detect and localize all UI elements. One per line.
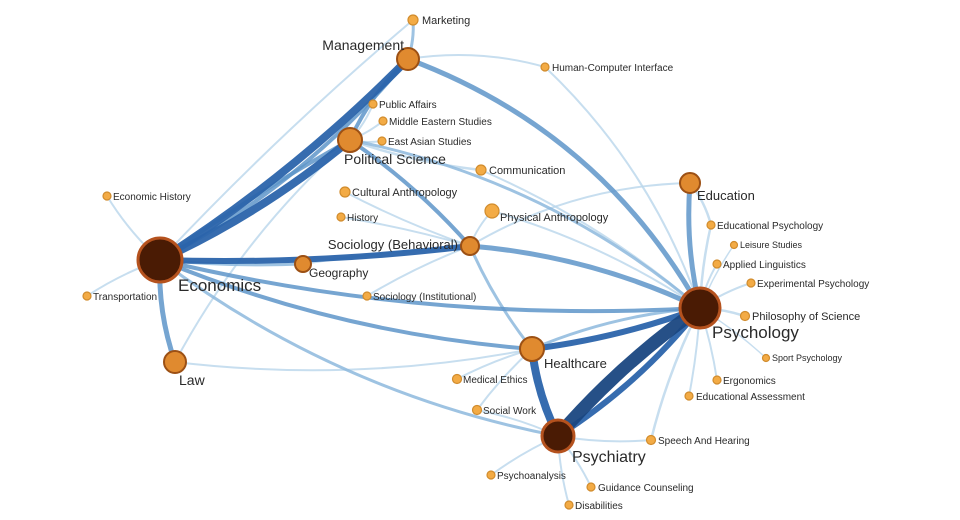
node-public-affairs[interactable]	[368, 99, 378, 109]
node-sociology-behavioral[interactable]	[460, 236, 480, 256]
edge-sociology-behavioral-cultural-anthro	[344, 191, 471, 247]
node-disabilities[interactable]	[564, 500, 574, 510]
node-educational-psych[interactable]	[706, 220, 716, 230]
node-hci[interactable]	[540, 62, 550, 72]
edge-sociology-behavioral-healthcare	[468, 244, 534, 351]
label-law: Law	[179, 372, 206, 388]
label-speech: Speech And Hearing	[658, 436, 750, 447]
edge-psychology-psychiatry	[551, 301, 707, 443]
edge-economics-sociology-behavioral	[157, 243, 473, 265]
label-middle-eastern: Middle Eastern Studies	[389, 117, 492, 128]
edge-education-sociology-behavioral	[469, 182, 691, 247]
label-educational-psych: Educational Psychology	[717, 221, 823, 232]
node-polsci[interactable]	[337, 127, 363, 153]
label-sociology-behavioral: Sociology (Behavioral)	[328, 237, 458, 252]
node-psychoanalysis[interactable]	[486, 470, 496, 480]
node-speech[interactable]	[645, 434, 657, 446]
node-geography[interactable]	[294, 255, 312, 273]
node-leisure[interactable]	[729, 240, 739, 250]
node-economics[interactable]	[136, 236, 184, 284]
edge-sociology-behavioral-history	[340, 216, 471, 247]
label-economic-history: Economic History	[113, 192, 191, 203]
node-philosophy[interactable]	[739, 310, 751, 322]
label-disabilities: Disabilities	[575, 501, 623, 512]
node-transportation[interactable]	[82, 291, 92, 301]
label-transportation: Transportation	[93, 292, 157, 303]
edge-sociology-behavioral-psychology	[467, 243, 703, 311]
edge-economics-management	[156, 55, 412, 264]
label-applied-ling: Applied Linguistics	[723, 260, 806, 271]
label-hci: Human-Computer Interface	[552, 63, 674, 74]
label-polsci: Political Science	[344, 151, 446, 167]
node-social-work[interactable]	[471, 404, 483, 416]
label-public-affairs: Public Affairs	[379, 100, 437, 111]
node-ergonomics[interactable]	[712, 375, 722, 385]
label-ergonomics: Ergonomics	[723, 376, 776, 387]
node-applied-ling[interactable]	[712, 259, 722, 269]
edge-economics-healthcare	[158, 258, 534, 351]
node-physical-anthro[interactable]	[484, 203, 500, 219]
node-law[interactable]	[163, 350, 187, 374]
label-psychoanalysis: Psychoanalysis	[497, 471, 566, 482]
label-psychiatry: Psychiatry	[572, 449, 646, 466]
node-economic-history[interactable]	[102, 191, 112, 201]
node-medical-ethics[interactable]	[451, 373, 463, 385]
edge-economics-marketing	[159, 19, 414, 261]
label-leisure: Leisure Studies	[740, 240, 803, 250]
node-east-asian[interactable]	[377, 136, 387, 146]
edge-management-psychology	[405, 56, 703, 311]
node-sociology-inst[interactable]	[362, 291, 372, 301]
edge-hci-psychology	[544, 66, 701, 309]
node-management[interactable]	[396, 47, 420, 71]
label-economics: Economics	[178, 276, 261, 295]
label-medical-ethics: Medical Ethics	[463, 375, 527, 386]
node-healthcare[interactable]	[519, 336, 545, 362]
label-geography: Geography	[309, 266, 368, 280]
edge-sociology-behavioral-sociology-inst	[366, 245, 471, 297]
edge-economics-psychology	[158, 258, 702, 314]
label-communication: Communication	[489, 165, 565, 177]
label-east-asian: East Asian Studies	[388, 137, 471, 148]
node-guidance[interactable]	[586, 482, 596, 492]
node-middle-eastern[interactable]	[378, 116, 388, 126]
edge-polsci-sociology-behavioral	[348, 138, 472, 248]
nodes-layer	[82, 14, 771, 510]
node-communication[interactable]	[475, 164, 487, 176]
node-marketing[interactable]	[407, 14, 419, 26]
label-marketing: Marketing	[422, 15, 470, 27]
edge-economics-psychiatry	[158, 258, 560, 438]
node-experimental[interactable]	[746, 278, 756, 288]
edges-layer	[86, 18, 767, 506]
node-history[interactable]	[336, 212, 346, 222]
label-experimental: Experimental Psychology	[757, 279, 869, 290]
node-psychology[interactable]	[678, 286, 722, 330]
label-psychology: Psychology	[712, 323, 799, 342]
label-history: History	[347, 213, 378, 224]
edge-polsci-communication	[348, 138, 483, 172]
label-physical-anthro: Physical Anthropology	[500, 212, 609, 224]
label-philosophy: Philosophy of Science	[752, 311, 860, 323]
label-guidance: Guidance Counseling	[598, 483, 694, 494]
edge-polsci-psychology	[348, 138, 702, 310]
label-cultural-anthro: Cultural Anthropology	[352, 187, 458, 199]
label-healthcare: Healthcare	[544, 356, 607, 371]
edge-economics-polsci	[156, 136, 354, 264]
node-education[interactable]	[679, 172, 701, 194]
node-sport[interactable]	[761, 353, 771, 363]
label-education: Education	[697, 188, 755, 203]
label-sport: Sport Psychology	[772, 353, 843, 363]
label-management: Management	[322, 37, 404, 53]
edge-law-healthcare	[174, 348, 533, 372]
node-cultural-anthro[interactable]	[339, 186, 351, 198]
label-sociology-inst: Sociology (Institutional)	[373, 292, 476, 303]
node-edu-assessment[interactable]	[684, 391, 694, 401]
edge-management-hci	[407, 54, 546, 68]
label-edu-assessment: Educational Assessment	[696, 392, 805, 403]
label-social-work: Social Work	[483, 406, 537, 417]
node-psychiatry[interactable]	[540, 418, 576, 454]
